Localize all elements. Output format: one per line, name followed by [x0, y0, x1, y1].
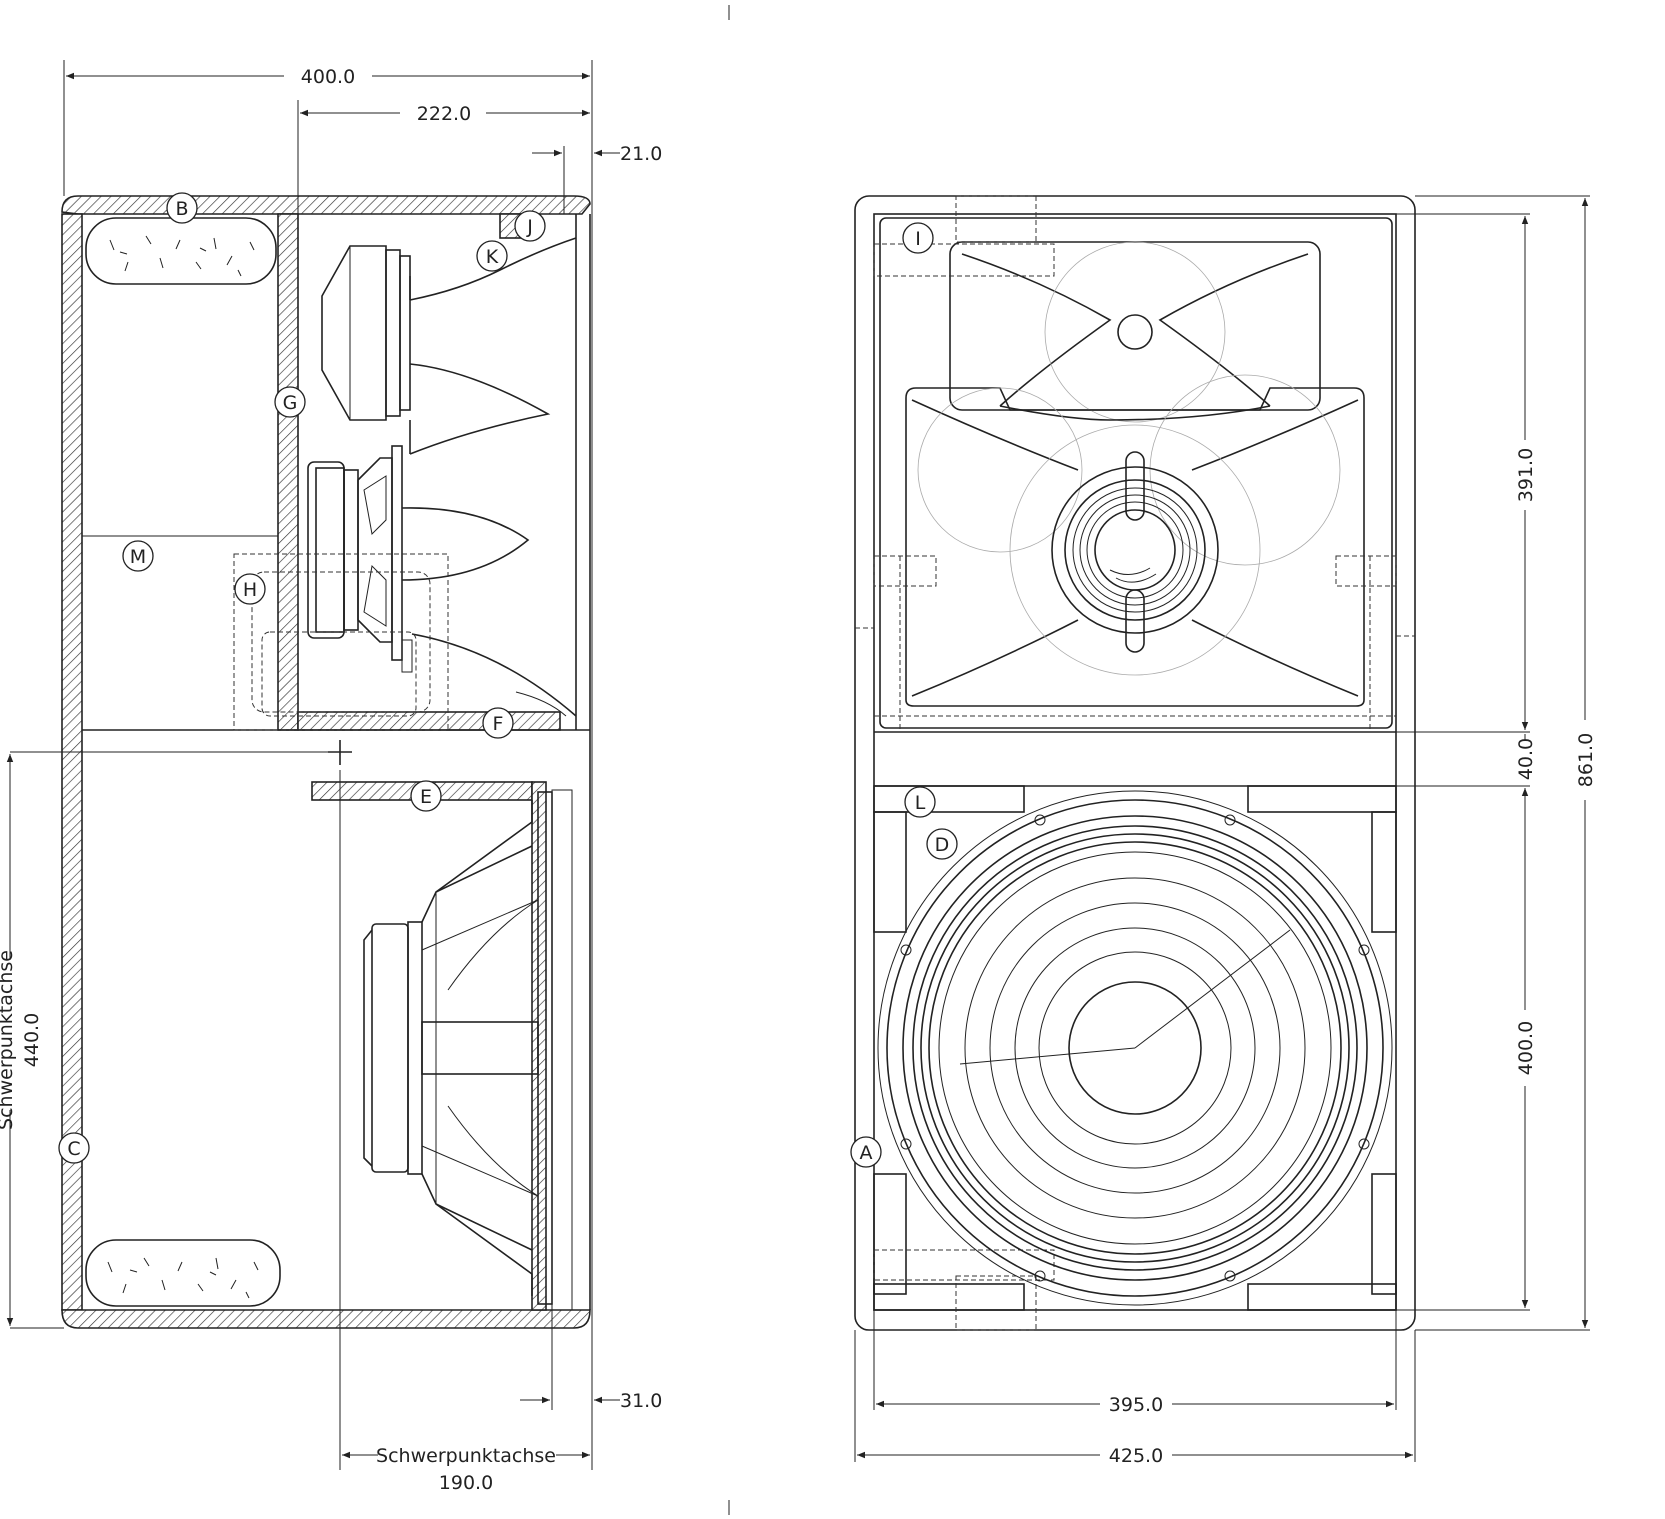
dim-upper-section-height: 391.0 [1515, 448, 1537, 502]
bottom-panel [61, 1309, 591, 1329]
lf-driver [363, 789, 573, 1311]
shelf-f [297, 711, 561, 731]
damping-top [85, 217, 277, 285]
front-dimensions: 391.0 40.0 400.0 861.0 395.0 425.0 [854, 195, 1597, 1467]
label-center-axis-vertical: Schwerpunktachse [0, 950, 17, 1130]
callout-c: C [67, 1138, 80, 1160]
side-section-view [10, 195, 591, 1470]
callout-f: F [493, 713, 504, 735]
dim-front-outer-width: 425.0 [1109, 1445, 1163, 1467]
side-callouts: B J K G M H F E C [58, 192, 546, 1164]
dim-center-of-gravity-depth: 190.0 [439, 1472, 493, 1494]
dim-lower-section-height: 400.0 [1515, 1021, 1537, 1075]
inner-divider-wall [277, 213, 299, 731]
callout-d: D [935, 834, 950, 856]
front-baffle-lower [531, 781, 547, 1311]
dim-front-inner-width: 395.0 [1109, 1394, 1163, 1416]
hf-driver [321, 237, 577, 455]
callout-k: K [486, 246, 499, 268]
dim-divider-height: 40.0 [1515, 738, 1537, 780]
callout-e: E [420, 786, 432, 808]
callout-a: A [860, 1142, 873, 1164]
callout-i: I [915, 228, 921, 250]
dim-total-height: 861.0 [1575, 733, 1597, 787]
dim-side-total-width: 400.0 [301, 66, 355, 88]
mid-driver [307, 445, 577, 717]
dim-top-front-offset: 21.0 [620, 143, 662, 165]
callout-g: G [283, 392, 298, 414]
front-view [854, 195, 1416, 1331]
front-callouts: I L D A [850, 222, 958, 1168]
callout-l: L [915, 792, 926, 814]
side-dimensions: 400.0 222.0 21.0 31.0 440.0 Schwerpunkta… [0, 60, 662, 1494]
callout-m: M [130, 546, 146, 568]
dim-bottom-front-offset: 31.0 [620, 1390, 662, 1412]
callout-b: B [175, 198, 188, 220]
dim-center-of-gravity-height: 440.0 [21, 1013, 43, 1067]
dim-side-rear-width: 222.0 [417, 103, 471, 125]
label-center-axis-horizontal: Schwerpunktachse [376, 1445, 556, 1467]
damping-fibres [107, 235, 259, 1299]
callout-j: J [526, 216, 533, 238]
callout-h: H [243, 579, 257, 601]
top-panel [61, 195, 591, 215]
damping-bottom [85, 1239, 281, 1307]
